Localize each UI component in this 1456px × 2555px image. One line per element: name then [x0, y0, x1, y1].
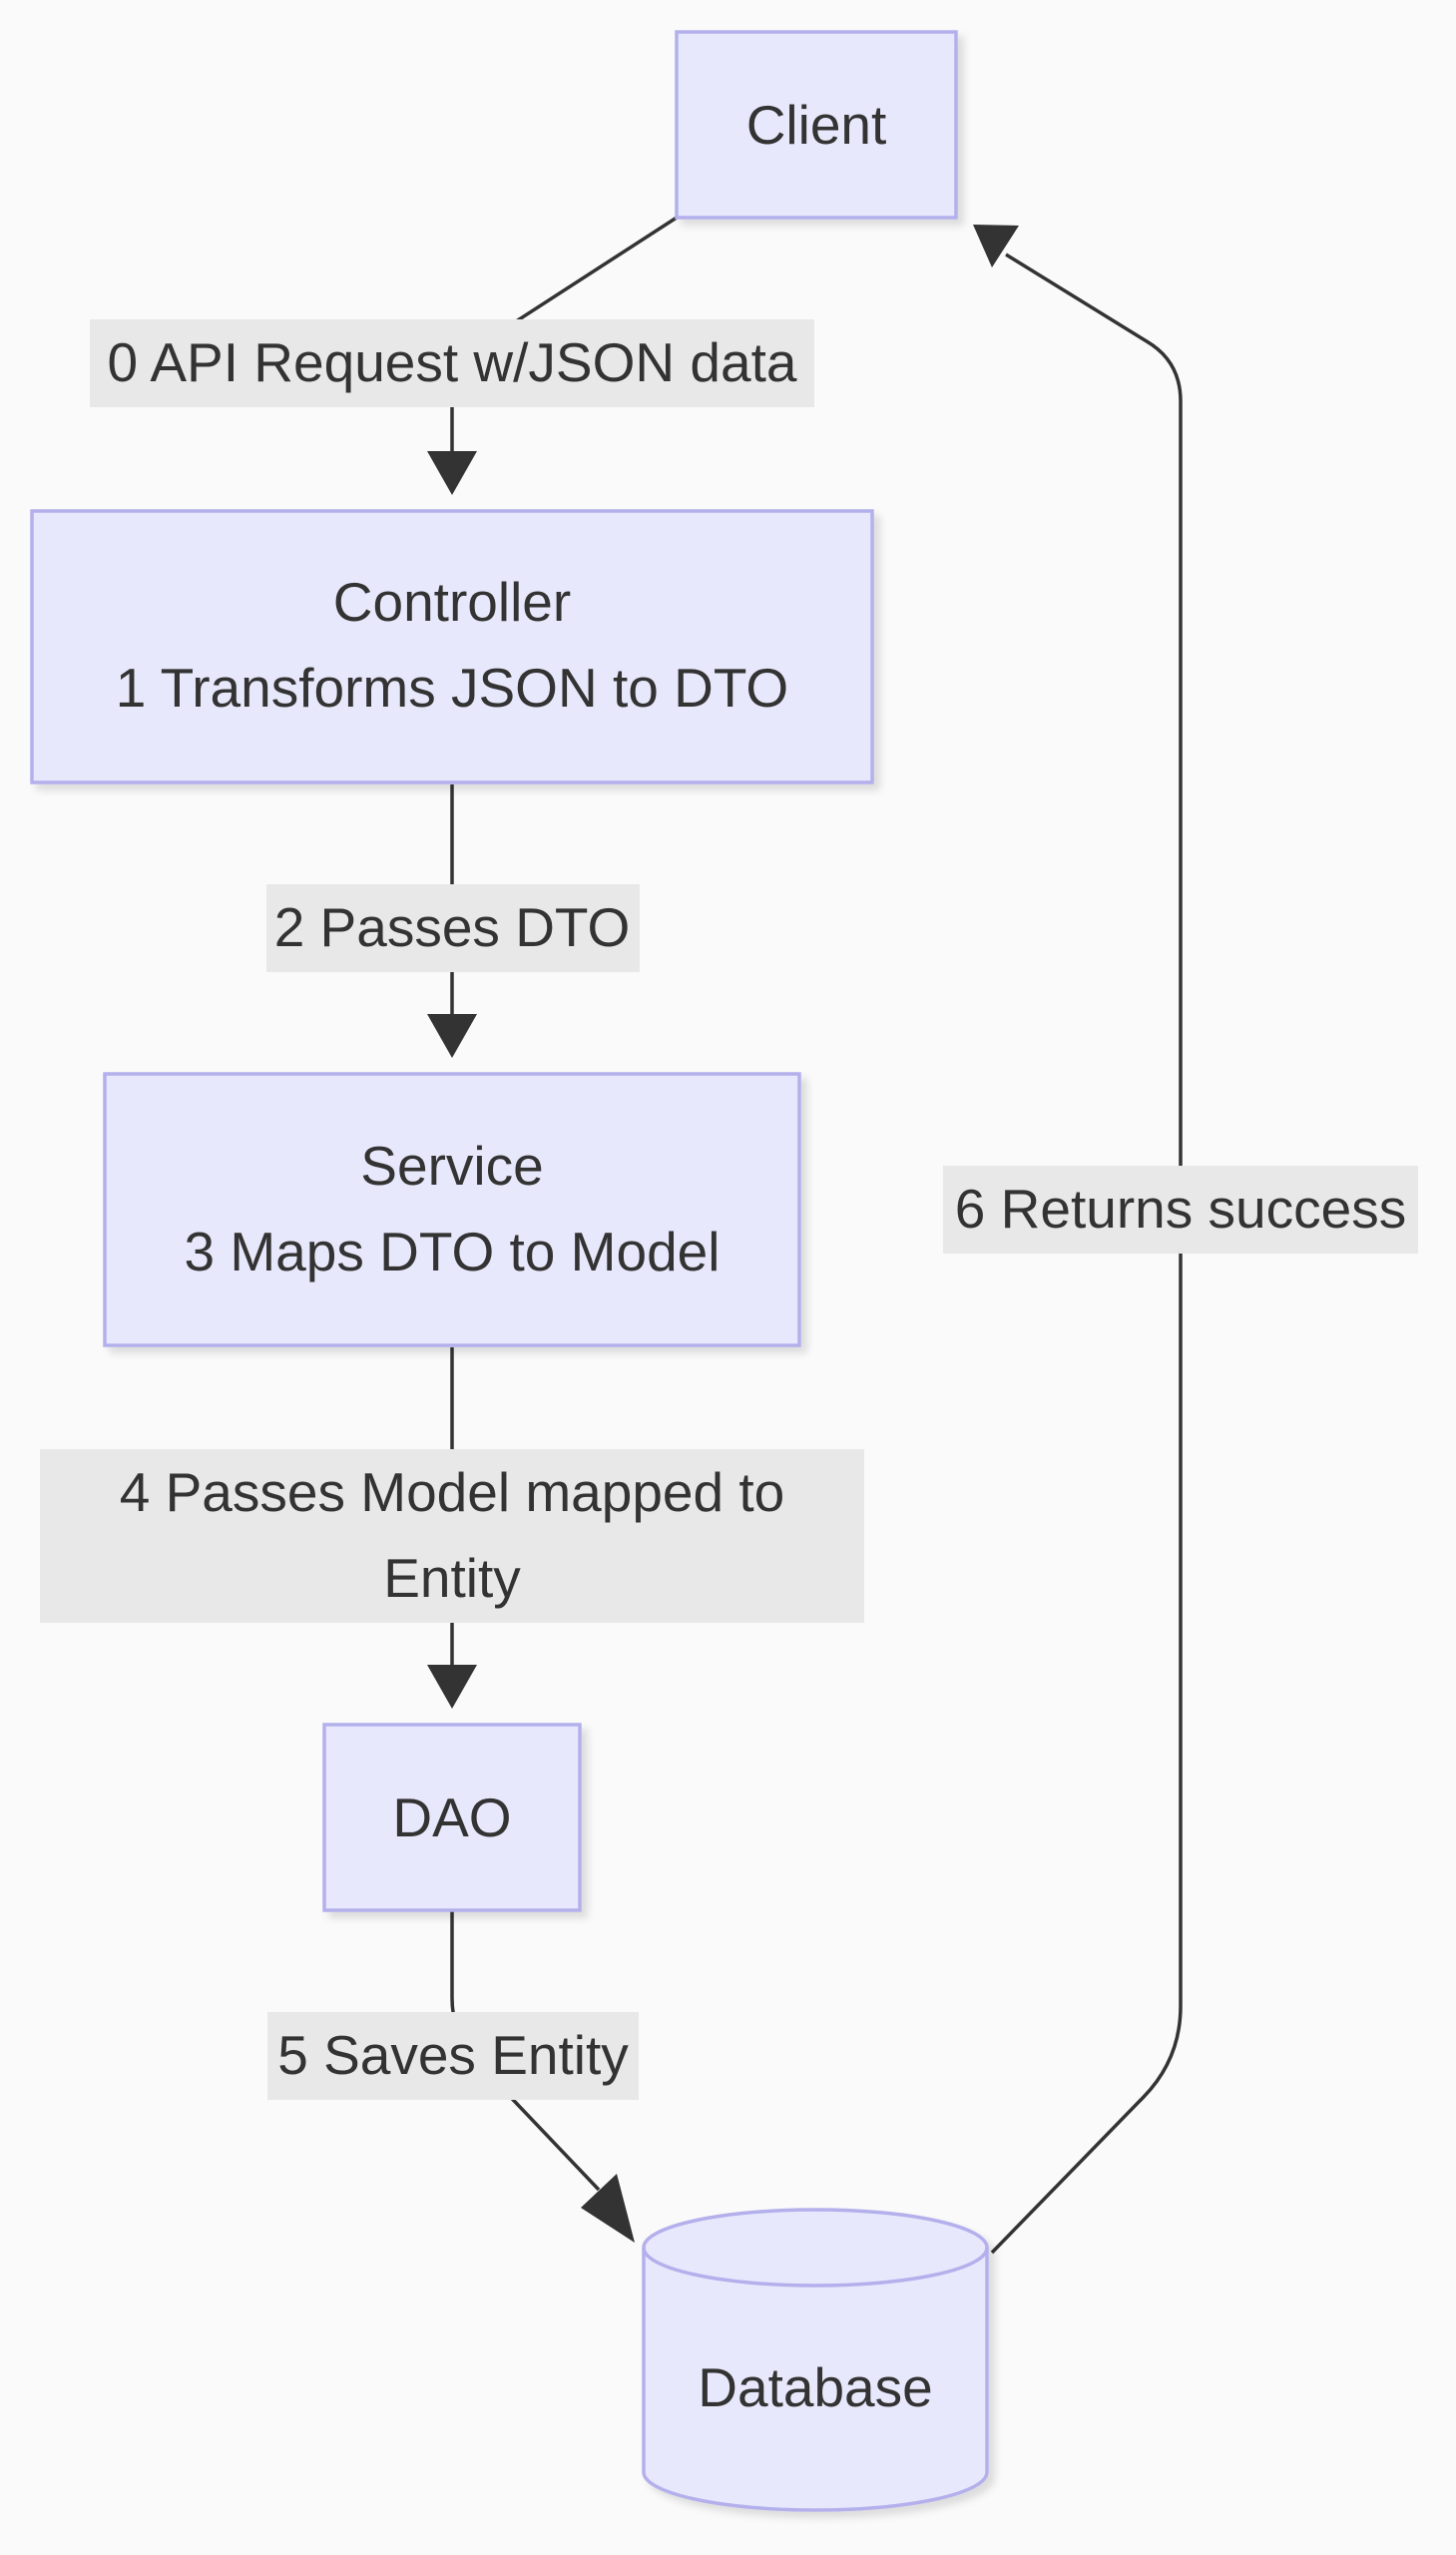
node-dao[interactable]: DAO [322, 1723, 582, 1912]
node-box [103, 1072, 801, 1347]
edge-label-text: 5 Saves Entity [277, 2024, 629, 2086]
node-controller[interactable]: Controller 1 Transforms JSON to DTO [30, 509, 874, 784]
node-detail: 1 Transforms JSON to DTO [116, 657, 788, 719]
edge-label-background [40, 1449, 864, 1623]
arrowhead-icon [427, 1014, 477, 1058]
edge-label-text-line1: 4 Passes Model mapped to [120, 1461, 785, 1523]
edge-label-background [266, 884, 640, 972]
node-box [675, 30, 958, 220]
edge-label-passes-model: 4 Passes Model mapped to Entity [40, 1449, 864, 1623]
database-cylinder-icon [642, 2208, 989, 2512]
database-cylinder-top-rim [642, 2247, 989, 2288]
node-label: DAO [392, 1787, 511, 1848]
edge-label-passes-dto: 2 Passes DTO [266, 884, 640, 972]
arrowhead-icon [427, 1665, 477, 1709]
arrowhead-icon [973, 225, 1019, 267]
arrowhead-icon [581, 2174, 635, 2243]
node-database[interactable]: Database [642, 2208, 989, 2512]
arrowhead-icon [427, 451, 477, 495]
edge-label-background [943, 1166, 1418, 1254]
edge-label-background [267, 2012, 639, 2100]
edge-label-text-line2: Entity [383, 1547, 521, 1609]
node-box [30, 509, 874, 784]
node-label: Database [698, 2356, 932, 2418]
edge-label-background [90, 319, 814, 407]
edge-label-returns-success: 6 Returns success [943, 1166, 1418, 1254]
edge-label-text: 2 Passes DTO [274, 896, 631, 958]
edge-labels: 0 API Request w/JSON data 2 Passes DTO 4… [40, 319, 1418, 2100]
node-client[interactable]: Client [675, 30, 958, 220]
edge-label-saves-entity: 5 Saves Entity [267, 2012, 639, 2100]
edge-label-text: 6 Returns success [955, 1178, 1406, 1240]
node-label: Controller [333, 571, 571, 633]
node-label: Client [746, 94, 887, 156]
node-service[interactable]: Service 3 Maps DTO to Model [103, 1072, 801, 1347]
node-label: Service [360, 1135, 543, 1197]
node-box [322, 1723, 582, 1912]
edge-label-api-request: 0 API Request w/JSON data [90, 319, 814, 407]
edge-label-text: 0 API Request w/JSON data [108, 331, 797, 393]
nodes: Client Controller 1 Transforms JSON to D… [30, 30, 989, 2512]
edge-database-to-client [973, 225, 1183, 2255]
node-detail: 3 Maps DTO to Model [185, 1221, 721, 1282]
edge-line [990, 253, 1183, 2255]
